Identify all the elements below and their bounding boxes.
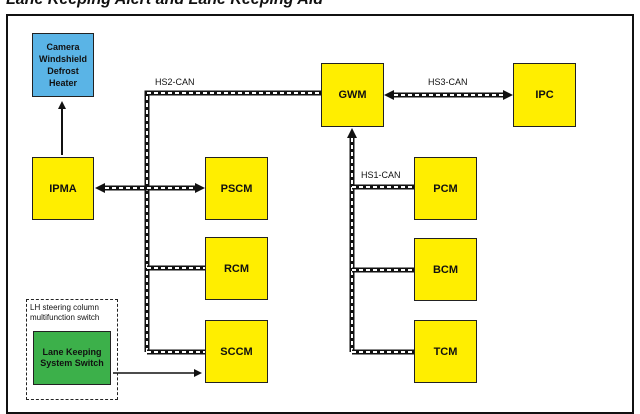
ipma-pscm-link [95,183,205,193]
hs2-can-label: HS2-CAN [155,77,195,87]
bus-wiring [58,88,513,377]
hs1-can-bus [347,128,414,355]
camera-heater-box: Camera Windshield Defrost Heater [32,33,94,97]
ipma-box: IPMA [32,157,94,220]
hs3-can-bus [384,90,513,100]
diagram-title: Lane Keeping Alert and Lane Keeping Aid [6,0,323,9]
pscm-box: PSCM [205,157,268,220]
lane-keeping-switch-box: Lane Keeping System Switch [33,331,111,385]
gwm-box: GWM [321,63,384,127]
rcm-box: RCM [205,237,268,300]
hs1-can-label: HS1-CAN [361,170,401,180]
sccm-box: SCCM [205,320,268,383]
ipc-box: IPC [513,63,576,127]
bcm-box: BCM [414,238,477,301]
hs3-can-label: HS3-CAN [428,77,468,87]
pcm-box: PCM [414,157,477,220]
hs2-can-bus [144,88,332,355]
steering-switch-group-label: LH steering column multifunction switch [30,303,100,322]
tcm-box: TCM [414,320,477,383]
